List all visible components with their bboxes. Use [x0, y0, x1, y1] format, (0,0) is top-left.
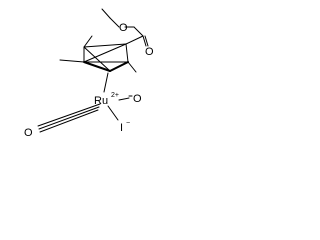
ru-charge-label: 2+: [111, 92, 119, 99]
ru-label: Ru: [94, 95, 108, 107]
methyl-right-bond: [127, 61, 137, 73]
ring-inner-bond-b: [83, 43, 127, 63]
ru-co-left-bond-c: [39, 109, 99, 133]
ring-inner-bond-a: [83, 46, 111, 72]
carbonyl-ligand-right: O: [118, 93, 142, 105]
ruthenium-center: Ru 2+: [94, 72, 119, 107]
ring-to-carbonyl-bond: [125, 35, 144, 45]
carboxyl-o-ester-label: O: [119, 22, 128, 34]
methyl-top-bond: [83, 35, 93, 48]
ru-co-left-bond-a: [37, 103, 101, 127]
iodide-label: I: [120, 122, 123, 134]
iodide-ligand: I −: [107, 105, 130, 134]
cyclopentadienyl-ring: [83, 43, 129, 72]
carbonyl-ligand-left: O: [24, 103, 101, 139]
molecule-structure: O O Ru 2+ O O: [24, 8, 154, 139]
ring-bond-right: [125, 43, 129, 63]
ring-bond-front-left: [83, 61, 111, 72]
carbonyl-c-o-ester-bond: [133, 26, 144, 37]
methyl-groups: [59, 35, 137, 73]
ru-i-bond: [107, 105, 119, 121]
carboxyl-o-top-label: O: [145, 46, 154, 58]
co-right-o-label: O: [133, 93, 142, 105]
methyl-left-bond: [59, 59, 85, 63]
ru-co-right-bond: [118, 97, 130, 101]
carbonyl-c-o-double-bond-b: [144, 35, 149, 47]
ethyl-ch3-bond: [101, 8, 111, 19]
ru-co-left-bond-b: [38, 106, 100, 130]
ring-ru-bond: [103, 72, 109, 93]
ring-bond-top: [83, 43, 127, 48]
ring-bond-front-right: [109, 61, 129, 72]
iodide-charge-label: −: [126, 120, 130, 127]
ethyl-ester-group: O O: [101, 8, 154, 58]
carbonyl-c-o-double-bond-a: [142, 35, 147, 47]
co-left-o-label: O: [24, 127, 33, 139]
ethyl-ch2-bond: [109, 17, 120, 28]
